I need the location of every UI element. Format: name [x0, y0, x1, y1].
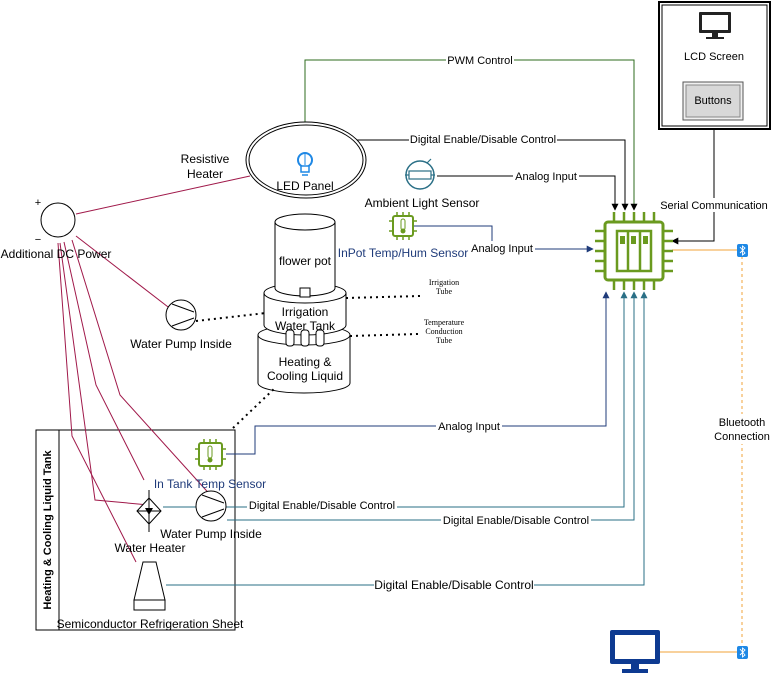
irrigation-tank-label-1: Irrigation: [282, 305, 329, 319]
light-sensor-icon: [405, 158, 435, 190]
water-heater-label: Water Heater: [115, 541, 186, 555]
dc-plus-label: +: [35, 197, 41, 209]
water-heater: Water Heater: [115, 490, 186, 555]
pump-icon: [195, 490, 227, 522]
water-pump-bottom: Water Pump Inside: [160, 490, 262, 541]
inpot-analog-connection: Analog Input: [414, 225, 594, 255]
microcontroller-chip-icon: [595, 212, 673, 290]
temp-tube-label-1: Temperature: [424, 318, 465, 327]
water-pump-bottom-label: Water Pump Inside: [160, 527, 262, 541]
sensor-chip-icon: [195, 439, 226, 470]
bluetooth-label-line1: Bluetooth: [719, 417, 765, 429]
temp-tube-label-3: Tube: [436, 336, 453, 345]
pump-icon: [165, 299, 197, 331]
inpot-sensor-label: InPot Temp/Hum Sensor: [338, 246, 469, 260]
irrigation-tube-label-2: Tube: [436, 287, 453, 296]
led-panel-label: LED Panel: [276, 179, 333, 193]
ambient-light-sensor: Ambient Light Sensor: [365, 158, 480, 210]
led-digital-label: Digital Enable/Disable Control: [410, 134, 556, 146]
inpot-sensor: InPot Temp/Hum Sensor: [338, 212, 469, 260]
conduction-tubes: [285, 329, 325, 347]
bluetooth-connection: Bluetooth Connection: [660, 249, 773, 653]
semi-sheet-label: Semiconductor Refrigeration Sheet: [57, 617, 244, 631]
pwm-control-label: PWM Control: [447, 55, 512, 67]
lcd-panel-box: LCD Screen Buttons: [658, 1, 771, 130]
bluetooth-label-line2: Connection: [714, 431, 770, 443]
heating-liquid-label-1: Heating &: [279, 355, 332, 369]
sensor-chip-icon: [389, 212, 417, 240]
lcd-screen-label: LCD Screen: [684, 51, 744, 63]
bluetooth-icon: [737, 646, 748, 659]
tank-analog-label: Analog Input: [438, 421, 500, 433]
led-panel: LED Panel: [245, 121, 367, 199]
tank-title: Heating & Cooling Liquid Tank: [42, 449, 54, 609]
serial-connection: Serial Communication: [657, 129, 771, 245]
heater-digital-label: Digital Enable/Disable Control: [249, 500, 395, 512]
dc-power-source: + − Additional DC Power: [1, 197, 112, 261]
dotted-tubes: [195, 295, 421, 429]
refrigeration-sheet-icon: [133, 561, 166, 611]
dc-power-label: Additional DC Power: [1, 247, 112, 261]
flower-pot-label: flower pot: [279, 254, 332, 268]
pwm-control-connection: PWM Control: [304, 53, 638, 211]
semi-digital-connection: Digital Enable/Disable Control: [166, 291, 648, 592]
power-wires: [57, 175, 251, 563]
ambient-light-label: Ambient Light Sensor: [365, 196, 480, 210]
water-pump-top-label: Water Pump Inside: [130, 337, 232, 351]
buttons-button[interactable]: Buttons: [682, 81, 744, 121]
resistive-heater-label-1: Resistive: [181, 152, 230, 166]
in-tank-temp-sensor: In Tank Temp Sensor: [154, 439, 266, 491]
semi-digital-label: Digital Enable/Disable Control: [374, 578, 533, 592]
liquid-tank-box: Heating & Cooling Liquid Tank: [35, 429, 236, 631]
ambient-analog-connection: Analog Input: [437, 169, 619, 211]
water-pump-top: Water Pump Inside: [130, 299, 232, 351]
inpot-analog-label: Analog Input: [471, 243, 533, 255]
flower-pot-cylinder: flower pot: [274, 213, 336, 298]
resistive-heater-label-2: Heater: [187, 167, 223, 181]
ambient-analog-label: Analog Input: [515, 171, 577, 183]
dc-minus-label: −: [35, 234, 41, 246]
heater-icon: [136, 490, 162, 532]
tank-analog-connection: Analog Input: [226, 291, 610, 455]
monitor-icon: [610, 630, 660, 673]
in-tank-sensor-label: In Tank Temp Sensor: [154, 477, 266, 491]
semiconductor-sheet: Semiconductor Refrigeration Sheet: [57, 561, 244, 631]
serial-label: Serial Communication: [660, 200, 768, 212]
temp-tube-label-2: Conduction: [425, 327, 462, 336]
buttons-label: Buttons: [694, 95, 732, 107]
light-bulb-icon: [297, 152, 313, 176]
irrigation-tube-label-1: Irrigation: [429, 278, 459, 287]
pump-digital-label: Digital Enable/Disable Control: [443, 515, 589, 527]
monitor-icon: [699, 12, 731, 39]
heating-liquid-label-2: Cooling Liquid: [267, 369, 343, 383]
led-digital-connection: Digital Enable/Disable Control: [352, 132, 629, 211]
heater-digital-connection: Digital Enable/Disable Control: [163, 291, 628, 512]
bluetooth-icon: [737, 244, 748, 257]
pump-digital-connection: Digital Enable/Disable Control: [227, 291, 638, 527]
